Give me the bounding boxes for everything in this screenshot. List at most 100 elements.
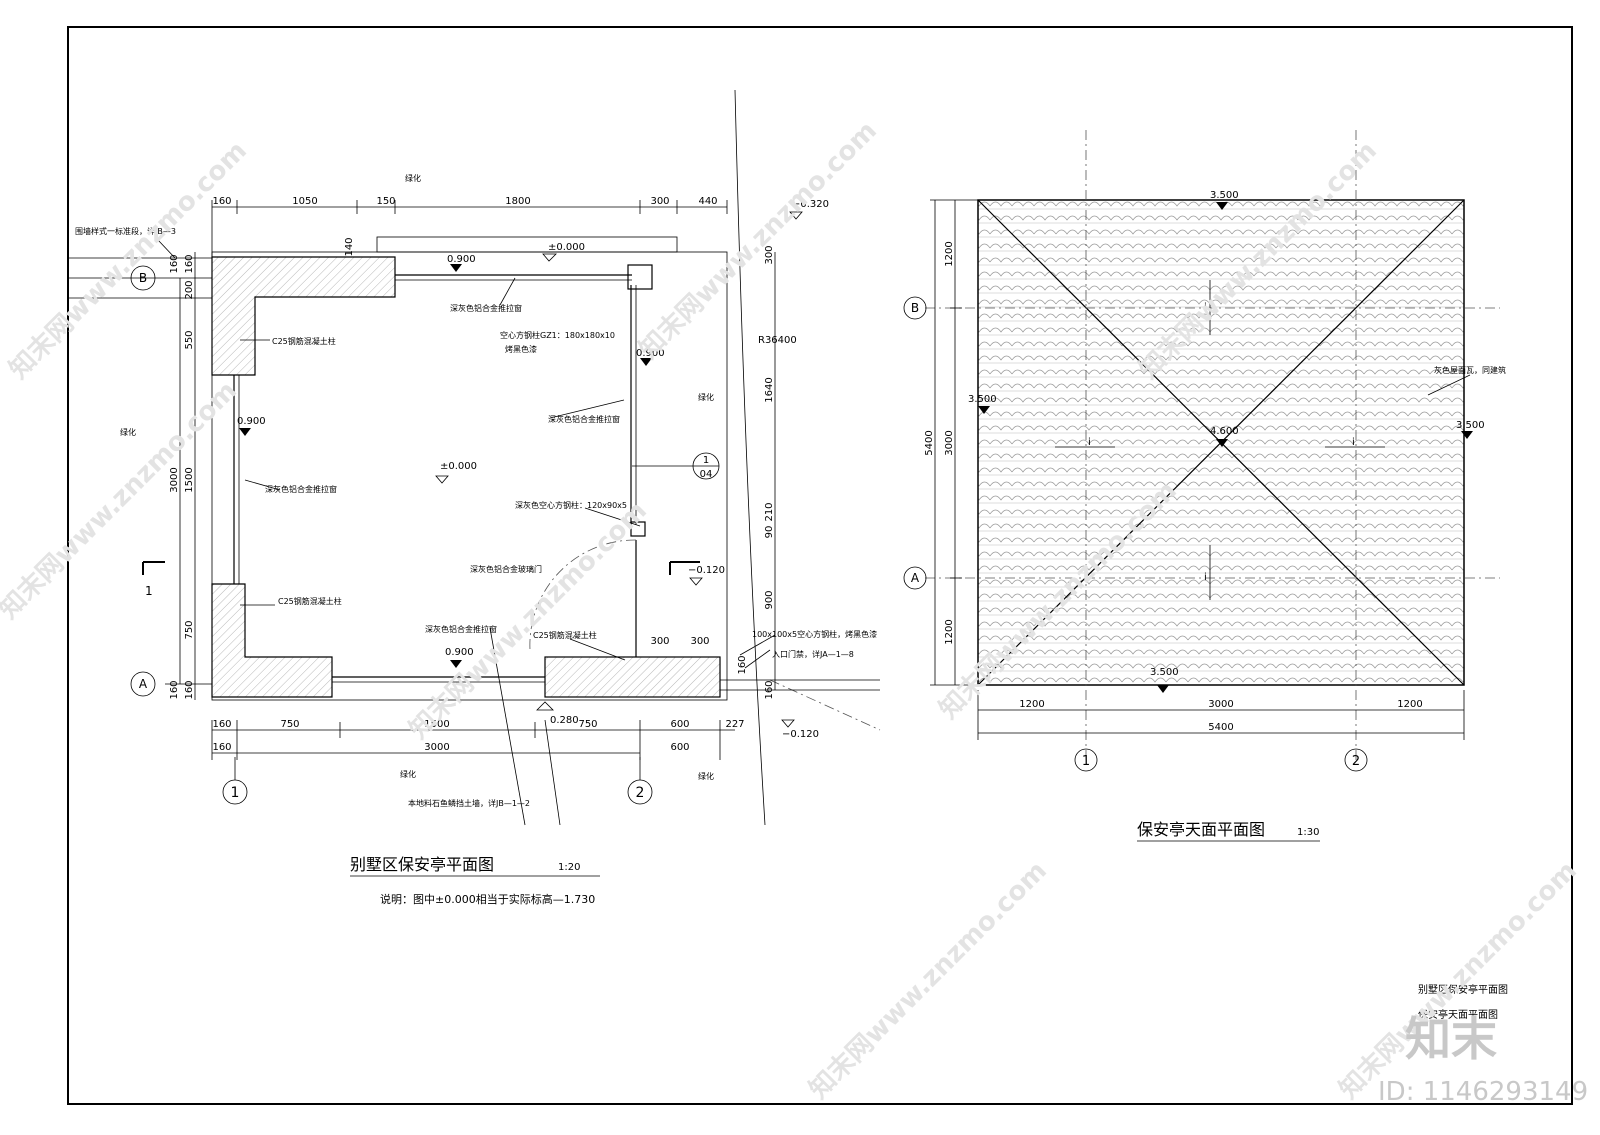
- door-swing: [529, 539, 637, 651]
- roof-scale: 1:30: [1297, 827, 1319, 838]
- label-window-right: 深灰色铝合金推拉窗: [548, 414, 620, 424]
- axis-bubble-b: [130, 265, 156, 291]
- label-steel-column: 空心方钢柱GZ1：180x180x10: [500, 330, 615, 340]
- watermark-3: 知末网www.znzmo.com: [404, 496, 653, 745]
- roof-axis-label-b: B: [911, 301, 919, 315]
- roof-axis-bubble-1: [1074, 748, 1098, 772]
- dim-top-1050: 1050: [292, 196, 317, 207]
- section-ref-top: 1: [703, 455, 709, 466]
- roof-elev-bottom: 3.500: [1150, 667, 1179, 678]
- dim-bottom-227: 227: [725, 719, 744, 730]
- watermark-id: ID: 1146293149: [1378, 1077, 1588, 1107]
- dim-300b: 300: [690, 636, 709, 647]
- elev-minus-120a: −0.120: [688, 565, 725, 576]
- roof-elev-top: 3.500: [1210, 190, 1239, 201]
- roof-plan: [903, 130, 1500, 772]
- roof-dim-bottom-1200b: 1200: [1397, 699, 1422, 710]
- elev-900-bottom: 0.900: [445, 647, 474, 658]
- label-steel-paint: 烤黑色漆: [505, 344, 537, 354]
- section-mark-left: 1: [145, 584, 153, 598]
- label-window-top: 深灰色铝合金推拉窗: [450, 303, 522, 313]
- titleblock-line1: 别墅区保安亭平面图: [1418, 983, 1508, 996]
- roof-dim-left-5400: 5400: [924, 430, 935, 455]
- axis-label-2: 2: [636, 785, 645, 801]
- axis-bubble-1: [222, 779, 248, 805]
- dim-top-440: 440: [698, 196, 717, 207]
- roof-axis-bubble-a: [903, 566, 927, 590]
- roof-dim-left-1200b: 1200: [944, 619, 955, 644]
- label-column-1: C25钢筋混凝土柱: [272, 336, 336, 346]
- watermark-2: 知末网www.znzmo.com: [0, 376, 243, 625]
- label-steel-entry: 100x100x5空心方钢柱，烤黑色漆: [752, 629, 877, 639]
- dim-bottom2-3000: 3000: [424, 742, 449, 753]
- roof-dim-bottom-1200a: 1200: [1019, 699, 1044, 710]
- label-column-2: C25钢筋混凝土柱: [278, 596, 342, 606]
- roof-dim-left-1200a: 1200: [944, 241, 955, 266]
- roof-tile-label: 灰色屋面瓦，同建筑: [1434, 365, 1506, 375]
- label-door: 深灰色铝合金玻璃门: [470, 564, 542, 574]
- roof-elev-right: 3.500: [1456, 420, 1485, 431]
- dim-left-160: 160: [184, 254, 195, 273]
- label-steel-right: 深灰色空心方钢柱：120x90x5: [515, 500, 627, 510]
- dim-bottom2-600: 600: [670, 742, 689, 753]
- dim-right-160: 160: [764, 680, 775, 699]
- roof-axis-label-1: 1: [1082, 754, 1090, 769]
- roof-dim-left-3000: 3000: [944, 430, 955, 455]
- roof-slope-bottom: i: [1204, 572, 1207, 583]
- dim-right-900: 900: [764, 590, 775, 609]
- label-greening-top: 绿化: [405, 173, 421, 183]
- dim-right-1640: 1640: [764, 377, 775, 402]
- dim-top-150: 150: [376, 196, 395, 207]
- roof-elev-peak: 4.600: [1210, 426, 1239, 437]
- roof-slope-right: i: [1352, 437, 1355, 448]
- elev-900-left: 0.900: [237, 416, 266, 427]
- dim-top-300: 300: [650, 196, 669, 207]
- label-wall-ref: 围墙样式一标准段，详JB—3: [75, 226, 176, 236]
- roof-axis-label-2: 2: [1352, 754, 1360, 769]
- elev-minus-120b: −0.120: [782, 729, 819, 740]
- label-retaining-wall: 本地料石鱼鳞挡土墙，详JB—1—2: [408, 798, 530, 808]
- roof-axis-bubble-2: [1344, 748, 1368, 772]
- dim-top-160: 160: [212, 196, 231, 207]
- floor-plan: [68, 89, 881, 826]
- dim-300a: 300: [650, 636, 669, 647]
- dim-bottom2-160: 160: [212, 742, 231, 753]
- column-top-left: [211, 256, 396, 376]
- dim-left-160c: 160: [184, 680, 195, 699]
- dim-left-3000: 3000: [169, 467, 180, 492]
- elev-minus-320: −0.320: [792, 199, 829, 210]
- dim-160-gate: 160: [737, 655, 748, 674]
- watermark-8: 知末网www.znzmo.com: [1334, 856, 1583, 1105]
- roof-dim-bottom-5400: 5400: [1208, 722, 1233, 733]
- dim-left-550: 550: [184, 330, 195, 349]
- elev-0-top: ±0.000: [548, 242, 585, 253]
- dim-bottom-750b: 750: [578, 719, 597, 730]
- titleblock-line2: 保安亭天面平面图: [1418, 1008, 1498, 1021]
- roof-plan-text: 1200 3000 1200 5400 1200 3000 1200 5400 …: [911, 190, 1506, 842]
- plan-scale: 1:20: [558, 862, 580, 873]
- label-gate: 入口门禁，详JA—1—8: [772, 649, 854, 659]
- dim-bottom-750: 750: [280, 719, 299, 730]
- plan-note: 说明：图中±0.000相当于实际标高—1.730: [380, 892, 595, 906]
- roof-title: 保安亭天面平面图: [1137, 820, 1265, 839]
- roof-slope-top: i: [1204, 302, 1207, 313]
- dim-bottom-160: 160: [212, 719, 231, 730]
- dim-left-750: 750: [184, 620, 195, 639]
- column-bottom-left: [211, 583, 333, 698]
- label-greening-bottom1: 绿化: [400, 769, 416, 779]
- axis-bubble-a: [130, 671, 156, 697]
- roof-dim-bottom-3000: 3000: [1208, 699, 1233, 710]
- dim-left-160b: 160: [169, 254, 180, 273]
- dim-right-90: 90: [764, 526, 775, 539]
- dim-left-200: 200: [184, 280, 195, 299]
- dim-bottom-600: 600: [670, 719, 689, 730]
- label-window-bottom: 深灰色铝合金推拉窗: [425, 624, 497, 634]
- label-greening-bottom2: 绿化: [698, 771, 714, 781]
- roof-slope-left: i: [1088, 437, 1091, 448]
- dim-140: 140: [344, 237, 355, 256]
- section-ref-bottom: 04: [700, 469, 713, 480]
- roof-axis-label-a: A: [911, 571, 920, 585]
- elev-900-right: 0.900: [636, 348, 665, 359]
- label-radius: R36400: [758, 335, 797, 346]
